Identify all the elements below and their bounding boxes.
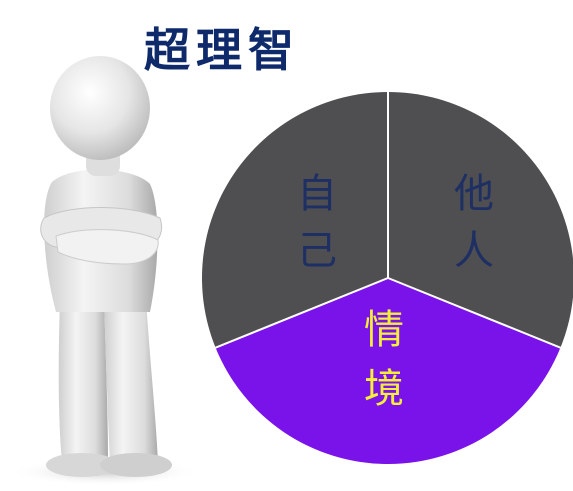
- standing-person-arms-crossed-icon: [10, 56, 200, 486]
- sector-self-char-1: 自: [297, 171, 337, 217]
- sector-others-char-2: 人: [454, 228, 494, 274]
- sector-others-char-1: 他: [454, 171, 494, 217]
- sector-context: [215, 278, 561, 464]
- sector-context-char-1: 情: [364, 307, 404, 353]
- sector-context-char-2: 境: [364, 366, 404, 412]
- sector-others: [388, 92, 573, 348]
- pie-diagram: 自 己 他 人 情 境: [202, 92, 573, 464]
- page-title: 超理智: [144, 23, 300, 77]
- sector-self-char-2: 己: [297, 228, 337, 274]
- divider-line: [387, 277, 561, 349]
- sector-self: [202, 92, 388, 348]
- divider-line: [215, 277, 389, 349]
